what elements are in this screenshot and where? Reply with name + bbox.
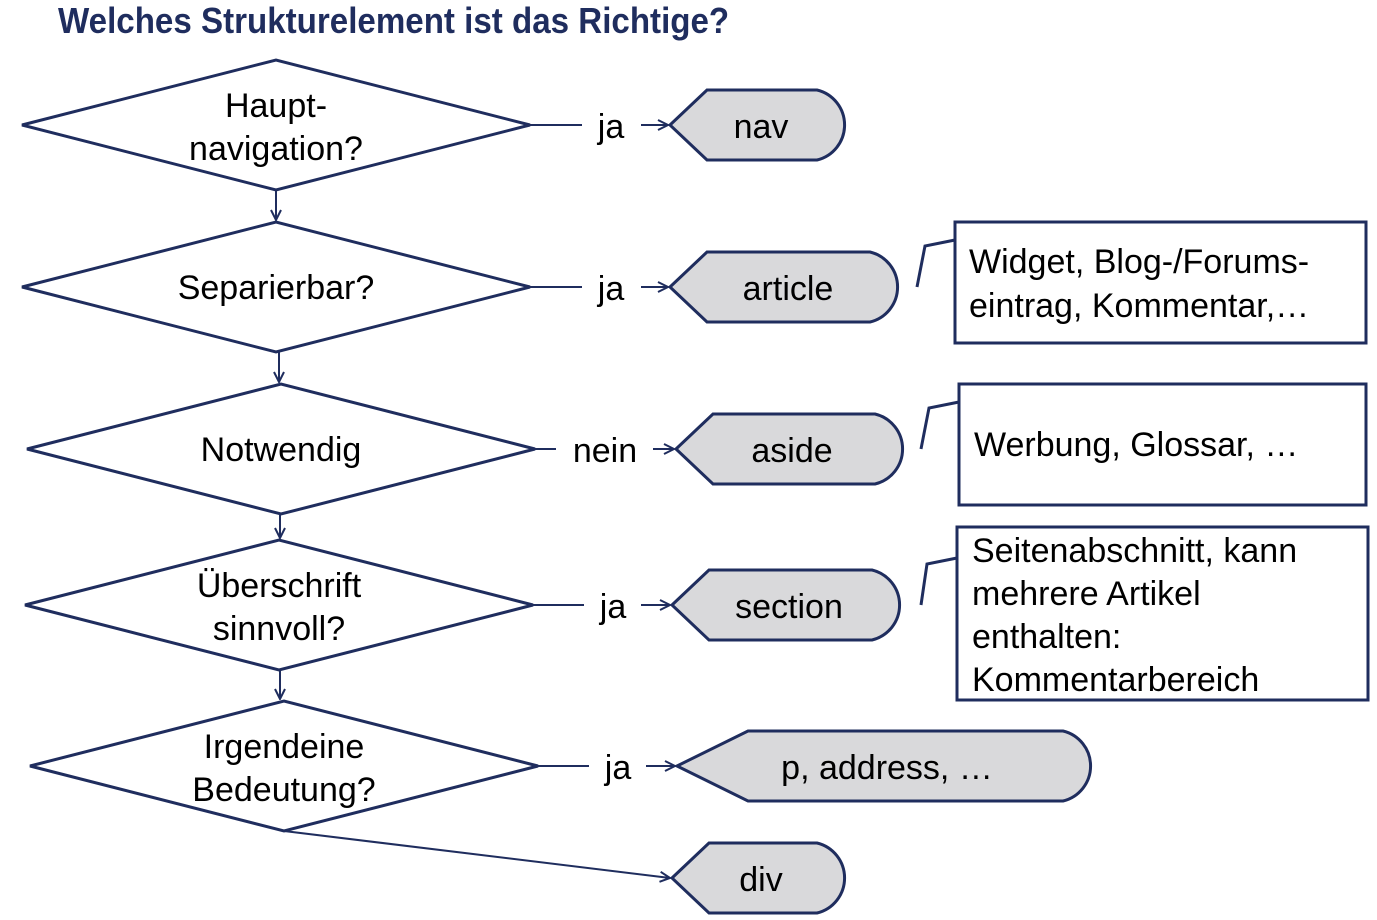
page-title: Welches Strukturelement ist das Richtige… xyxy=(58,0,730,41)
decision-label-line: Separierbar? xyxy=(178,269,375,307)
branch-label: ja xyxy=(597,108,625,146)
element-article: article xyxy=(667,250,900,324)
element-aside: aside xyxy=(673,412,905,486)
element-p-address: p, address, … xyxy=(673,729,1093,803)
decision-label-line: Bedeutung? xyxy=(192,771,375,809)
element-label: div xyxy=(739,861,782,899)
element-label: p, address, … xyxy=(781,749,993,787)
decision-label-line: sinnvoll? xyxy=(213,610,345,648)
note-line: enthalten: xyxy=(972,618,1121,656)
note-line: eintrag, Kommentar,… xyxy=(969,287,1309,325)
element-label: article xyxy=(743,270,834,308)
decision-label-line: Notwendig xyxy=(201,431,362,469)
branch-label: ja xyxy=(597,270,625,308)
branch-label: ja xyxy=(604,749,632,787)
branch-label: nein xyxy=(573,432,637,470)
element-div: div xyxy=(669,841,847,915)
element-label: nav xyxy=(734,108,789,146)
decision-separierbar: Separierbar? xyxy=(21,220,531,354)
decision-bedeutung: Irgendeine Bedeutung? xyxy=(29,699,539,833)
element-label: section xyxy=(735,588,843,626)
note-line: Seitenabschnitt, kann xyxy=(972,532,1297,570)
note-article: Widget, Blog-/Forums- eintrag, Kommentar… xyxy=(915,220,1368,345)
decision-label-line: Irgendeine xyxy=(204,728,365,766)
element-section: section xyxy=(669,568,902,642)
decision-hauptnavigation: Haupt- navigation? xyxy=(21,58,531,192)
decision-label-line: Haupt- xyxy=(225,87,327,125)
fallback-arrow xyxy=(283,830,670,878)
decision-label-line: navigation? xyxy=(189,130,363,168)
element-nav: nav xyxy=(667,88,847,162)
decision-ueberschrift: Überschrift sinnvoll? xyxy=(24,538,534,672)
element-label: aside xyxy=(751,432,832,470)
decision-label-line: Überschrift xyxy=(197,567,362,605)
note-aside: Werbung, Glossar, … xyxy=(919,382,1368,507)
decision-notwendig: Notwendig xyxy=(26,382,536,516)
note-line: Werbung, Glossar, … xyxy=(974,426,1298,464)
note-line: Widget, Blog-/Forums- xyxy=(969,243,1309,281)
note-section: Seitenabschnitt, kann mehrere Artikel en… xyxy=(919,525,1370,702)
branch-label: ja xyxy=(599,588,627,626)
note-line: Kommentarbereich xyxy=(972,661,1259,699)
note-line: mehrere Artikel xyxy=(972,575,1201,613)
